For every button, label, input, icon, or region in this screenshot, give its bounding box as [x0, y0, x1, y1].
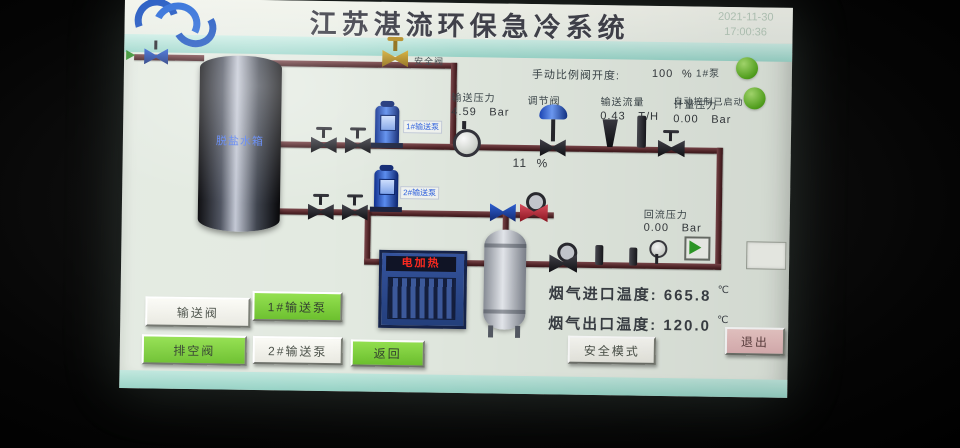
manual-valve-opening-value: 100: [651, 67, 674, 81]
water-tank: 脱盐水箱: [197, 55, 283, 233]
return-pressure-unit: Bar: [681, 222, 702, 235]
exit-button[interactable]: 退出: [724, 326, 786, 356]
inlet-temp-unit: ℃: [717, 284, 731, 297]
date-text: 2021-11-30: [717, 10, 774, 24]
flow-meter-stem: [462, 121, 467, 130]
relief-valve-stem: [393, 39, 398, 52]
pump-2: [369, 164, 402, 213]
pressure-gauge: [649, 239, 668, 259]
metering-pressure-label: 计量压力: [673, 100, 718, 112]
hand-valve: [345, 137, 371, 153]
page-title: 江苏湛流环保急冷系统: [309, 8, 630, 44]
flow-meter: [452, 128, 482, 158]
pump-1-tag: 1#输送泵: [403, 120, 443, 134]
manual-valve-opening-unit: %: [681, 68, 693, 81]
inlet-temp-label: 烟气进口温度:: [548, 285, 658, 304]
outlet-temp-unit: ℃: [717, 314, 731, 327]
supply-flow-value: 0.43: [600, 110, 626, 123]
control-valve-body: [540, 139, 566, 156]
pipe-segment: [272, 141, 723, 154]
supply-pressure-value: 4.59: [451, 105, 477, 119]
hand-valve: [658, 140, 685, 157]
pump-1: [370, 100, 403, 149]
valve-stem: [321, 128, 326, 138]
outlet-temp-value: 120.0: [663, 317, 712, 335]
check-valve: [684, 236, 711, 261]
outlet-temp-label: 烟气出口温度:: [548, 315, 658, 334]
metering-pressure-unit: Bar: [711, 113, 732, 127]
water-tank-label: 脱盐水箱: [215, 135, 264, 149]
time-text: 17:00:36: [724, 25, 768, 39]
hmi-screen: 江苏湛流环保急冷系统 2021-11-30 17:00:36 手动比例阀开度: …: [119, 0, 793, 398]
supply-flow-label: 输送流量: [600, 97, 645, 109]
transfer-valve-button[interactable]: 输送阀: [145, 296, 251, 328]
footer-band: [119, 369, 788, 398]
inlet-temp-value: 665.8: [663, 287, 712, 305]
return-pressure-value: 0.00: [643, 221, 670, 235]
back-button[interactable]: 返回: [350, 339, 425, 368]
supply-flow-unit: T/H: [638, 110, 660, 123]
pump-2-tag: 2#输送泵: [400, 186, 440, 200]
control-valve-label: 调节阀: [527, 95, 561, 108]
auto-indicator-lamp-icon: [743, 87, 766, 110]
datetime-display: 2021-11-30 17:00:36: [699, 10, 791, 41]
brand-logo-icon: [127, 0, 222, 54]
blank-panel: [746, 241, 787, 270]
inlet-valve-stem: [154, 40, 158, 50]
inline-instrument: [629, 247, 638, 266]
supply-pressure-label: 输送压力: [451, 92, 496, 105]
valve-stem: [668, 132, 673, 142]
safe-mode-button[interactable]: 安全模式: [567, 335, 657, 365]
pump1-button[interactable]: 1#输送泵: [252, 290, 343, 323]
pump1-indicator-lamp-icon: [735, 57, 759, 80]
inlet-temp-row: 烟气进口温度: 665.8 ℃: [549, 282, 731, 306]
inlet-arrow-icon: [126, 50, 136, 61]
return-pressure-label: 回流压力: [643, 209, 688, 222]
gauge-stem: [655, 253, 659, 264]
control-valve-stem: [550, 119, 556, 142]
heater-display: 电加热: [385, 255, 457, 272]
buffer-vessel: [483, 229, 527, 338]
electric-heater: 电加热: [378, 249, 468, 330]
metering-pressure-value: 0.00: [673, 113, 699, 126]
hand-valve: [308, 204, 334, 220]
outlet-temp-row: 烟气出口温度: 120.0 ℃: [548, 312, 730, 336]
pump1-indicator-label: 1#泵: [695, 68, 721, 80]
inline-filter: [599, 119, 621, 147]
opening-unit: %: [536, 156, 549, 171]
valve-stem: [318, 195, 323, 205]
manual-valve-opening-label: 手动比例阀开度:: [531, 69, 621, 83]
heater-grille: [387, 276, 456, 320]
hand-valve: [311, 137, 337, 153]
relief-valve-label: 安全阀: [414, 56, 445, 67]
drain-valve-button[interactable]: 排空阀: [141, 334, 248, 366]
pipe-segment: [715, 147, 723, 270]
valve-stem: [352, 196, 357, 206]
hand-valve: [342, 204, 368, 220]
supply-pressure-unit: Bar: [489, 106, 510, 119]
relief-valve-handle: [387, 36, 404, 42]
opening-value: 11: [512, 155, 528, 170]
inline-instrument: [595, 245, 604, 266]
valve-stem: [355, 129, 360, 139]
pump2-button[interactable]: 2#输送泵: [252, 335, 343, 366]
